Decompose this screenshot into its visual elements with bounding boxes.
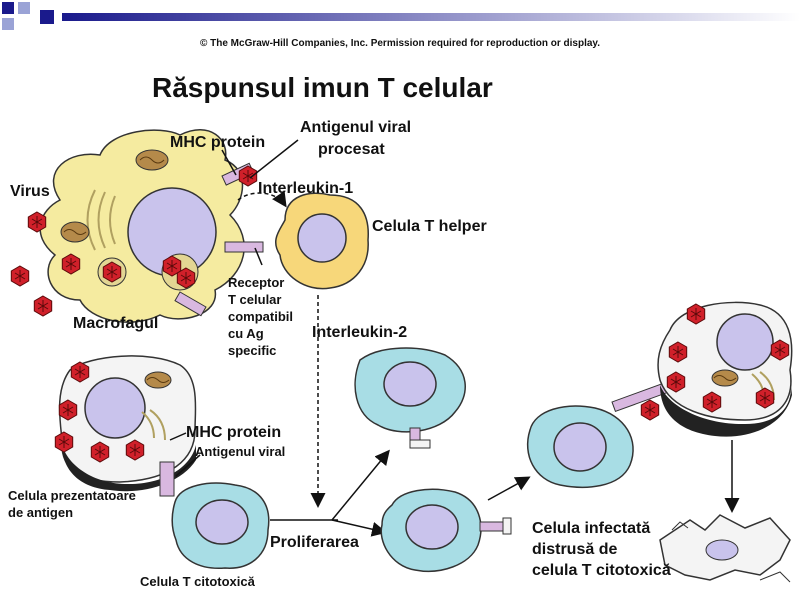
virus-particle xyxy=(61,253,81,275)
macrophage-golgi xyxy=(86,189,116,251)
virus-particle xyxy=(668,341,688,363)
mhc-stalk xyxy=(224,241,264,253)
label-antigen-top-line2: procesat xyxy=(318,141,385,158)
mhc-stalk xyxy=(174,291,207,317)
label-infected-line3: celula T citotoxică xyxy=(532,562,671,579)
t-helper-cell xyxy=(275,192,369,290)
label-antigen-bottom: Antigenul viral xyxy=(195,444,286,459)
label-t-helper: Celula T helper xyxy=(372,218,487,235)
virus-particle xyxy=(770,339,790,361)
header-square-3 xyxy=(2,18,14,30)
copyright-text: © The McGraw-Hill Companies, Inc. Permis… xyxy=(199,38,601,49)
proliferation-arrow xyxy=(331,519,387,537)
proliferation-arrow xyxy=(487,476,531,501)
label-infected-line1: Celula infectată xyxy=(532,520,651,537)
label-mhc-protein-top: MHC protein xyxy=(170,134,266,151)
virus-particle xyxy=(58,399,78,421)
label-apc-line1: Celula prezentatoare xyxy=(8,488,136,503)
header-gradient-line xyxy=(62,13,800,21)
header-bar xyxy=(0,0,800,34)
virus-particle xyxy=(70,361,90,383)
virus-particle xyxy=(10,265,30,287)
header-square-1 xyxy=(2,2,14,14)
header-square-4 xyxy=(40,10,54,24)
label-macrophage: Macrofagul xyxy=(73,315,159,332)
virus-particle xyxy=(640,399,660,421)
virus-particle xyxy=(755,387,775,409)
macrophage-cell xyxy=(39,129,264,323)
label-interleukin1: Interleukin-1 xyxy=(258,180,354,197)
t-cell-clone xyxy=(380,488,512,572)
label-antigen-top-line1: Antigenul viral xyxy=(300,119,412,136)
cytotoxic-t-cell xyxy=(171,482,270,569)
label-proliferation: Proliferarea xyxy=(270,534,359,551)
label-receptor-1: Receptor xyxy=(228,275,285,290)
header-square-2 xyxy=(18,2,30,14)
t-cell-clone xyxy=(354,347,466,449)
label-interleukin2: Interleukin-2 xyxy=(312,324,408,341)
label-mhc-protein-bottom: MHC protein xyxy=(186,424,282,441)
destroyed-cell xyxy=(659,514,791,583)
virus-particle xyxy=(90,441,110,463)
virus-particle xyxy=(702,391,722,413)
virus-particle xyxy=(54,431,74,453)
proliferation-arrow xyxy=(331,449,390,521)
label-receptor-5: specific xyxy=(228,343,277,358)
virus-particle xyxy=(125,439,145,461)
label-infected-line2: distrusă de xyxy=(532,541,618,558)
page-title: Răspunsul imun T celular xyxy=(152,72,493,103)
virus-particle xyxy=(666,371,686,393)
virus-particle xyxy=(33,295,53,317)
infected-cell xyxy=(657,301,793,437)
label-receptor-4: cu Ag xyxy=(228,326,264,341)
label-receptor-3: compatibil xyxy=(228,309,294,324)
virus-particle xyxy=(27,211,47,233)
label-receptor-2: T celular xyxy=(228,292,282,307)
label-cytotoxic-t: Celula T citotoxică xyxy=(140,574,255,589)
virus-particle xyxy=(686,303,706,325)
label-virus: Virus xyxy=(10,183,50,200)
attacking-t-cell xyxy=(526,380,673,488)
label-apc-line2: de antigen xyxy=(8,505,74,520)
